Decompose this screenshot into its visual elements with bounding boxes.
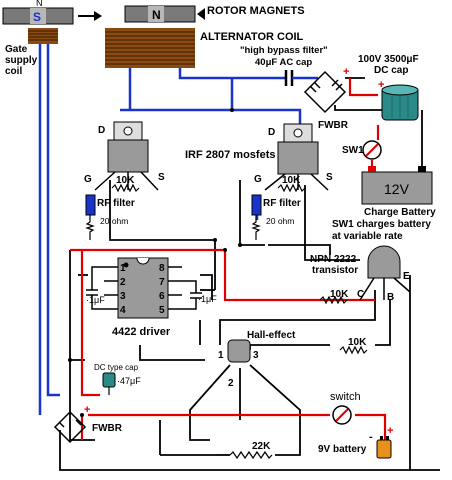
mosfet2-source: S — [326, 172, 333, 183]
ic-pin-6: 6 — [159, 291, 165, 302]
npn-transistor — [359, 245, 411, 301]
high-bypass-label-1: "high bypass filter" — [240, 45, 328, 56]
battery-9v-label: 9V battery — [318, 444, 367, 455]
ic-pin-8: 8 — [159, 263, 165, 274]
switch-label: switch — [330, 391, 361, 403]
rotor-magnet-left: S N — [2, 0, 74, 25]
battery-9v — [376, 436, 392, 459]
dc-cap-label-1: 100V 3500μF — [358, 54, 419, 65]
fwbr-bottom-label: FWBR — [92, 423, 123, 434]
ic-pin-4: 4 — [120, 305, 126, 316]
fwbr-top — [303, 70, 347, 114]
sw1-note-2: at variable rate — [332, 231, 403, 242]
r22k-label: 22K — [252, 441, 271, 452]
gate-supply-coil — [28, 28, 58, 44]
fwbr-top-label: FWBR — [318, 120, 349, 131]
junction-dots — [68, 108, 242, 417]
magnet-s-label: S — [33, 10, 41, 24]
r10k-collector-label: 10K — [330, 289, 349, 300]
sw1-switch[interactable] — [362, 140, 382, 160]
driver-cap-right — [182, 280, 202, 310]
mosfet2-drain: D — [268, 127, 275, 138]
r10k-collector — [319, 295, 348, 305]
mosfet-1 — [94, 121, 159, 191]
npn-pin-b: B — [387, 292, 394, 303]
ic-pin-5: 5 — [159, 305, 165, 316]
blue-wires — [38, 44, 318, 415]
charge-battery-label: Charge Battery — [364, 207, 436, 218]
dc-cap-plus: + — [378, 79, 384, 91]
alternator-coil-label: ALTERNATOR COIL — [200, 31, 304, 43]
battery-9v-minus: - — [369, 431, 373, 443]
cap-1uf-left: ·1μF — [86, 295, 105, 305]
rf-filter-1-ohm: 20 ohm — [100, 216, 128, 226]
npn-label-1: NPN 2222 — [310, 254, 357, 265]
mosfet2-r10k: 10K — [282, 175, 301, 186]
rf-filter-2 — [251, 194, 262, 240]
hall-pin-1: 1 — [218, 350, 224, 361]
hall-pin-3: 3 — [253, 350, 259, 361]
rf-filter-1 — [85, 194, 96, 240]
r10k-base — [339, 345, 368, 355]
mosfet2-gate: G — [254, 174, 262, 185]
rf-filter-2-ohm: 20 ohm — [266, 216, 294, 226]
gate-supply-label-3: coil — [5, 66, 22, 77]
dc-cap-label-2: DC cap — [374, 65, 408, 76]
ic-pin-3: 3 — [120, 291, 126, 302]
ic-pin-2: 2 — [120, 277, 126, 288]
rotor-magnet-right: N — [124, 5, 196, 23]
hall-pin-2: 2 — [228, 378, 234, 389]
mosfet1-gate: G — [84, 174, 92, 185]
mosfet2-r10k-resistor — [277, 183, 306, 193]
r22k-resistor — [229, 450, 273, 460]
driver-cap-left — [86, 266, 104, 310]
charge-battery — [361, 110, 433, 205]
ic-pin-1: 1 — [120, 263, 126, 274]
bypass-cap — [284, 70, 300, 86]
fwbr-bottom-plus: + — [84, 404, 90, 416]
cap-47uf-label: ·47μF — [117, 376, 141, 386]
npn-pin-e: E — [403, 271, 410, 282]
battery-12v-label: 12V — [384, 181, 410, 197]
r10k-base-label: 10K — [348, 337, 367, 348]
mosfets-label: IRF 2807 mosfets — [185, 149, 275, 161]
fwbr-bottom — [53, 410, 87, 444]
dc-type-cap-label: DC type cap — [94, 363, 139, 372]
hall-effect-label: Hall-effect — [247, 330, 296, 341]
red-wires — [70, 78, 387, 440]
hall-effect-sensor — [227, 339, 251, 363]
alternator-coil — [105, 28, 195, 68]
switch-toggle[interactable] — [332, 405, 352, 425]
mosfet-2 — [264, 123, 329, 191]
high-bypass-label-2: 40μF AC cap — [255, 57, 312, 68]
mosfet1-source: S — [158, 172, 165, 183]
sw1-note-1: SW1 charges battery — [332, 219, 431, 230]
magnet-n-label-right: N — [152, 8, 161, 22]
fwbr-plus: + — [343, 66, 349, 78]
ic-pin-7: 7 — [159, 277, 165, 288]
mosfet1-r10k: 10K — [116, 175, 135, 186]
mosfet1-drain: D — [98, 125, 105, 136]
dc-type-cap — [102, 372, 116, 395]
npn-label-2: transistor — [312, 265, 358, 276]
driver-label: 4422 driver — [112, 326, 171, 338]
sw1-label: SW1 — [342, 145, 364, 156]
npn-pin-c: C — [357, 289, 364, 300]
mosfet1-r10k-resistor — [111, 183, 140, 193]
battery-9v-plus: + — [387, 425, 393, 437]
dc-cap — [381, 84, 419, 121]
cap-1uf-right: ·1μF — [198, 294, 217, 304]
rf-filter-1-label: RF filter — [97, 198, 135, 209]
rf-filter-2-label: RF filter — [263, 198, 301, 209]
rotor-magnets-label: ROTOR MAGNETS — [207, 5, 305, 17]
gate-supply-label-1: Gate — [5, 44, 28, 55]
driver-ic — [104, 257, 182, 319]
magnet-n-label: N — [36, 0, 43, 8]
gate-supply-label-2: supply — [5, 55, 38, 66]
